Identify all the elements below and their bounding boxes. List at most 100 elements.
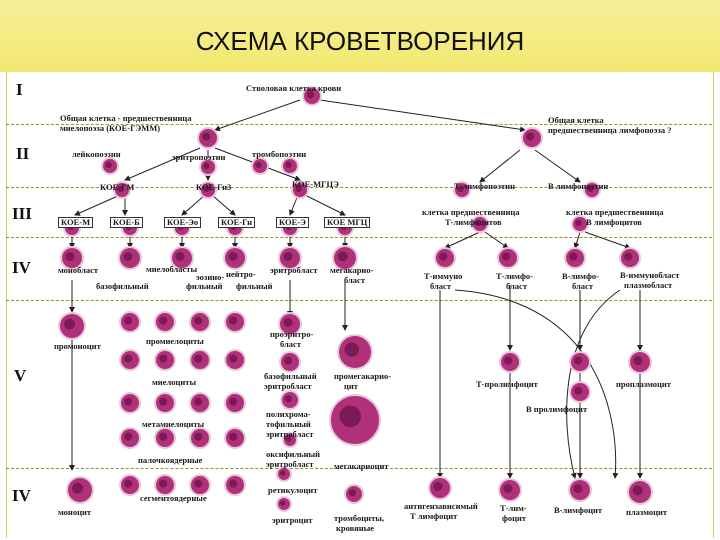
blood-cell xyxy=(291,181,309,199)
blood-cell xyxy=(281,157,299,175)
blood-cell xyxy=(251,157,269,175)
lymphoid-progenitor-label: предшественница лимфопоэза ? xyxy=(548,125,672,135)
cell-chromatin xyxy=(284,395,292,403)
cell-chromatin xyxy=(105,161,112,169)
cell-chromatin xyxy=(123,252,133,261)
blood-cell xyxy=(278,246,302,270)
proerythroblast-label: проэритро- xyxy=(270,329,314,339)
basophil-label: базофильный xyxy=(96,281,149,291)
cell-chromatin xyxy=(633,356,643,365)
cell-chromatin xyxy=(295,185,302,193)
cell-chromatin xyxy=(344,342,359,357)
title-bar: СХЕМА КРОВЕТВОРЕНИЯ xyxy=(0,0,720,72)
row-number: V xyxy=(14,366,27,385)
t-precursor-label: клетка предшественница xyxy=(422,207,520,217)
row-number: III xyxy=(12,204,32,223)
cell-chromatin xyxy=(285,161,292,169)
myelocytes-label: миелоциты xyxy=(152,377,197,387)
blood-cell xyxy=(302,86,322,106)
koe-mgc-label: КОЕ МГЦ xyxy=(324,217,371,228)
cell-chromatin xyxy=(306,91,314,99)
b-precursor-label: клетка предшественница xyxy=(566,207,664,217)
band-label: палочкоядерные xyxy=(138,455,203,465)
koe-m-label: КОЕ-М xyxy=(58,217,94,228)
cell-chromatin xyxy=(624,252,633,261)
cell-chromatin xyxy=(587,185,594,193)
cell-chromatin xyxy=(283,252,293,261)
blood-cell xyxy=(619,247,641,269)
blood-cell xyxy=(434,247,456,269)
cell-chromatin xyxy=(280,500,286,506)
cell-chromatin xyxy=(503,484,513,493)
blood-cell xyxy=(453,181,471,199)
cell-chromatin xyxy=(65,252,75,261)
cell-chromatin xyxy=(194,354,203,363)
neutro-label: нейтро- xyxy=(226,269,256,279)
blood-cell xyxy=(189,474,211,496)
cell-chromatin xyxy=(228,252,238,261)
cell-chromatin xyxy=(159,397,168,406)
blood-cell xyxy=(101,157,119,175)
koe-gm-label: КОЕ-ГМ xyxy=(100,182,135,192)
eosinophil-label: фильный xyxy=(186,281,223,291)
cell-chromatin xyxy=(159,479,168,488)
blood-cell xyxy=(118,246,142,270)
t-lymphoblast-label: бласт xyxy=(506,281,528,291)
blood-cell xyxy=(113,181,131,199)
blood-cell xyxy=(471,215,489,233)
b-prolymphocyte-label: В пролимфоцит xyxy=(526,404,588,414)
blood-cell xyxy=(170,246,194,270)
cell-chromatin xyxy=(439,252,448,261)
erythroblast-label: эритробласт xyxy=(270,265,318,275)
blood-cell xyxy=(344,484,364,504)
blood-cell xyxy=(119,474,141,496)
blood-cell xyxy=(569,351,591,373)
promegakaryocyte-label: промегакарио- xyxy=(334,371,392,381)
blood-cell xyxy=(498,478,522,502)
promyelocytes-label: промиелоциты xyxy=(146,336,204,346)
t-prolymphocyte-label: Т-пролимфоцит xyxy=(476,379,538,389)
cell-chromatin xyxy=(124,397,133,406)
antigen-dependent-label: антигензависимый xyxy=(404,501,478,511)
diagram-panel xyxy=(6,72,714,538)
cell-chromatin xyxy=(348,489,356,497)
row-divider xyxy=(6,300,712,302)
cell-chromatin xyxy=(229,432,238,441)
cell-chromatin xyxy=(202,132,211,141)
monoblast-label: монобласт xyxy=(58,265,99,275)
blood-cell xyxy=(199,158,217,176)
neutrophil-label: фильный xyxy=(236,281,273,291)
cell-chromatin xyxy=(573,484,583,493)
b-lymphoblast-label: В-лимфо- xyxy=(562,271,599,281)
page-title: СХЕМА КРОВЕТВОРЕНИЯ xyxy=(195,26,525,56)
blood-cell xyxy=(571,215,589,233)
t-lymphocyte-label: Т-лим- xyxy=(500,503,527,513)
koe-b-label: КОЕ-Б xyxy=(110,217,143,228)
promegakaryocyte-label: цит xyxy=(344,381,358,391)
megakaryocyte-label: мегакариоцит xyxy=(334,461,389,471)
megakaryoblast-label: бласт xyxy=(344,275,366,285)
blood-cell xyxy=(189,311,211,333)
antigen-dependent-label: Т лимфоцит xyxy=(410,511,458,521)
oxyphilic-label: эритробласт xyxy=(266,459,314,469)
cell-chromatin xyxy=(286,436,292,442)
blood-cell xyxy=(154,311,176,333)
blood-cell xyxy=(583,181,601,199)
t-lymphopoiesis-label: Т-лимфопоэтин xyxy=(454,181,515,191)
polychromatophilic-label: эритробласт xyxy=(266,429,314,439)
blood-cell xyxy=(521,127,543,149)
koe-e-label: КОЕ-Э xyxy=(276,217,309,228)
b-precursor-label: В лимфоцитов xyxy=(586,217,642,227)
blood-cell xyxy=(58,312,86,340)
b-lymphopoiesis-label: В лимфопоэтин xyxy=(548,181,609,191)
blood-cell xyxy=(66,476,94,504)
blood-cell xyxy=(60,246,84,270)
blood-cell xyxy=(276,466,292,482)
blood-cell xyxy=(628,350,652,374)
blood-cell xyxy=(119,427,141,449)
cell-chromatin xyxy=(526,132,535,141)
cell-chromatin xyxy=(255,161,262,169)
plasmoblast-label: плазмобласт xyxy=(624,280,673,290)
promonocyte-label: промоноцит xyxy=(54,341,101,351)
